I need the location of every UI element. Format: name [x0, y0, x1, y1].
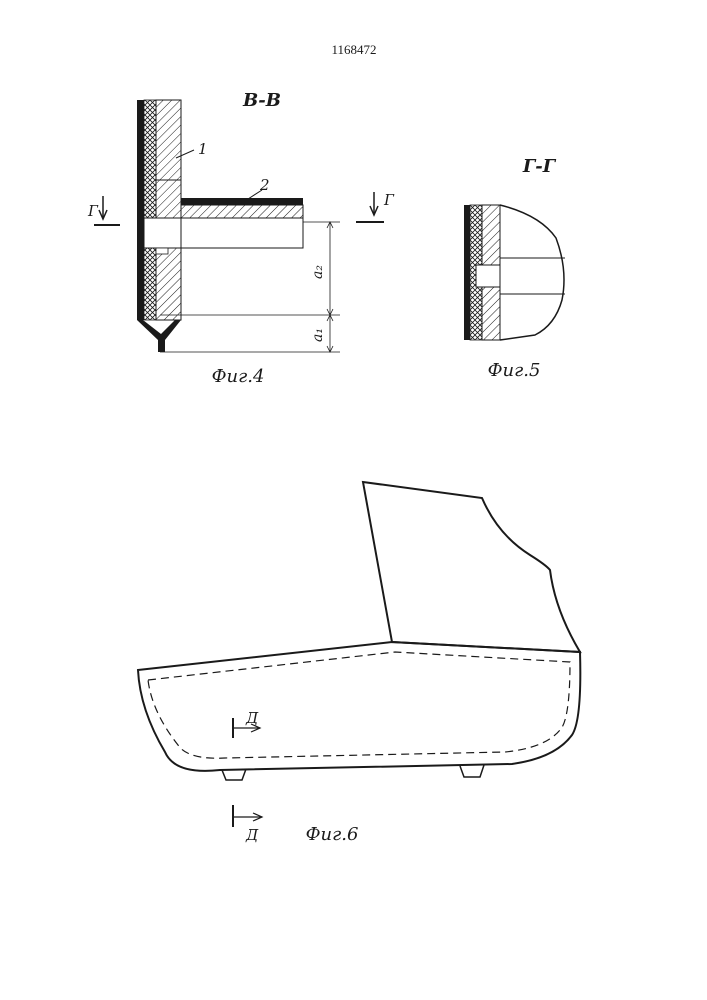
- patent-number: 1168472: [331, 42, 376, 57]
- fig6-dashed-inner: [148, 652, 570, 758]
- fig4-dim-a1: a₁: [310, 328, 326, 342]
- fig4-vertical-wall: [137, 100, 181, 320]
- fig4-taper: [137, 320, 181, 352]
- fig6-caption: Фиг.6: [306, 824, 359, 845]
- figure-4: В-В 1 2 Г: [87, 90, 395, 387]
- fig6-section-marker-bottom: Д: [233, 805, 262, 844]
- fig5-caption: Фиг.5: [488, 360, 541, 381]
- fig6-section-marker-top: Д: [233, 709, 260, 738]
- fig5-section-label: Г-Г: [522, 156, 557, 177]
- fig4-section-arrow-left: Г: [87, 196, 120, 225]
- fig4-part-2-label: 2: [259, 176, 270, 194]
- fig6-section-label-top: Д: [245, 709, 259, 727]
- fig6-body: [138, 642, 580, 771]
- figure-6: Д Д Фиг.6: [138, 482, 580, 845]
- fig4-section-arrow-right: Г: [356, 191, 395, 222]
- fig6-foot-right: [460, 765, 484, 777]
- fig5-outline: [500, 205, 564, 340]
- fig4-section-marker-left: Г: [87, 202, 99, 220]
- fig4-part-1-label: 1: [198, 140, 208, 158]
- figure-5: Г-Г Фиг.5: [464, 156, 565, 381]
- fig4-dim-a2: a₂: [310, 265, 326, 279]
- fig6-upper-panel: [363, 482, 580, 652]
- fig6-section-label-bottom: Д: [245, 826, 259, 844]
- fig4-branch-part-2: [181, 198, 303, 248]
- fig4-section-label: В-В: [242, 90, 281, 111]
- fig4-section-marker-right: Г: [383, 191, 395, 209]
- fig4-caption: Фиг.4: [212, 366, 265, 387]
